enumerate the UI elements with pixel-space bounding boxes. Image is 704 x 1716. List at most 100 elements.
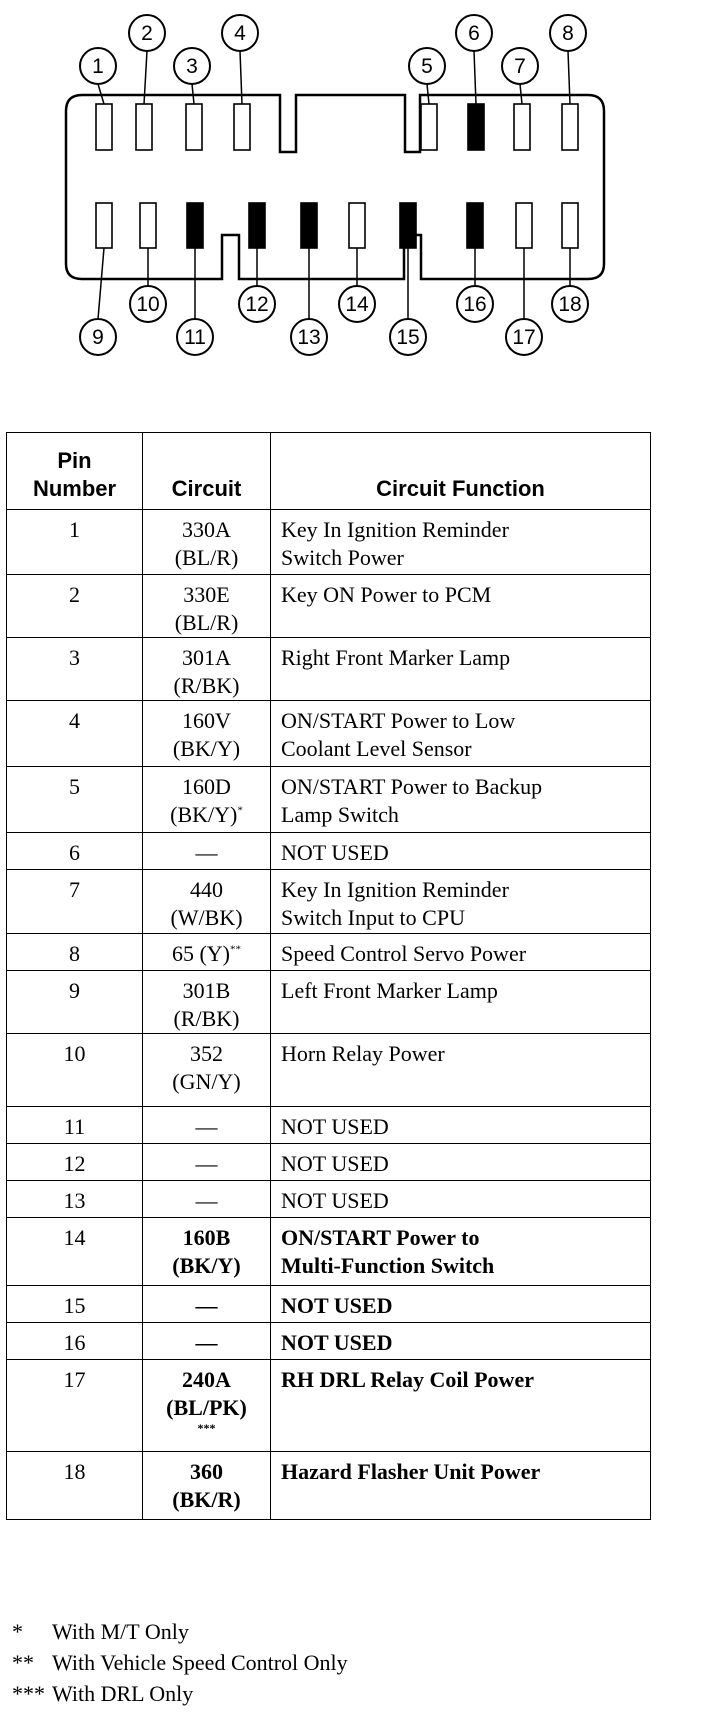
circuit-id: 160B (182, 1225, 231, 1250)
pin-label-13: 13 (297, 326, 320, 349)
cell-pin-number: 11 (6, 1106, 143, 1144)
cell-circuit: 360(BK/R) (142, 1451, 271, 1520)
pin-leader-1 (97, 83, 105, 105)
cell-circuit: — (142, 1180, 271, 1218)
function-line1: ON/START Power to (281, 1225, 480, 1250)
function-line1: Key ON Power to PCM (281, 582, 492, 607)
bottom-pin-16 (466, 202, 484, 249)
cell-pin-number: 2 (6, 574, 143, 638)
bottom-pin-17 (515, 202, 533, 249)
circuit-id: — (195, 1188, 218, 1213)
footnote-mark: ** (12, 1650, 34, 1675)
header-circuit: Circuit (142, 432, 271, 510)
function-line1: NOT USED (281, 1114, 389, 1139)
cell-circuit-function: NOT USED (270, 1180, 651, 1218)
circuit-wire-color: (R/BK) (173, 1006, 240, 1031)
footnote-text: With M/T Only (52, 1619, 189, 1644)
cell-circuit: 301B(R/BK) (142, 970, 271, 1034)
function-line1: ON/START Power to Low (281, 708, 516, 733)
cell-circuit: — (142, 1322, 271, 1360)
table-row: 11— NOT USED (6, 1106, 651, 1144)
pin-label-15: 15 (396, 326, 419, 349)
pin-label-circle-13 (290, 318, 328, 356)
cell-circuit-function: NOT USED (270, 832, 651, 870)
bottom-pin-18 (561, 202, 579, 249)
pin-label-circle-18 (551, 285, 589, 323)
pin-label-12: 12 (245, 293, 268, 316)
cell-circuit: — (142, 1285, 271, 1323)
circuit-id: 330A (182, 517, 231, 542)
function-line1: Right Front Marker Lamp (281, 645, 511, 670)
pin-label-circle-7 (501, 47, 539, 85)
table-row: 12—NOT USED (6, 1143, 651, 1181)
footnote-mark: *** (12, 1681, 45, 1706)
pin-label-circle-5 (408, 47, 446, 85)
circuit-id: 330E (183, 582, 230, 607)
cell-circuit-function: Left Front Marker Lamp (270, 970, 651, 1034)
footnote: *With M/T Only (12, 1616, 348, 1647)
pin-label-circle-10 (129, 285, 167, 323)
circuit-wire-color: (BK/Y) (172, 736, 241, 761)
function-line2: Switch Power (281, 545, 404, 570)
footnote-mark: ** (230, 943, 242, 956)
top-pin-2 (135, 103, 153, 151)
function-line2: Switch Input to CPU (281, 905, 465, 930)
pin-label-6: 6 (468, 22, 480, 45)
cell-circuit: 352(GN/Y) (142, 1033, 271, 1107)
bottom-pin-9 (95, 202, 113, 249)
circuit-id: 160D (182, 774, 231, 799)
cell-circuit: 440 (W/BK) (142, 869, 271, 934)
pin-label-circle-17 (505, 318, 543, 356)
table-row: 16—NOT USED (6, 1322, 651, 1360)
header-pin-line1: Pin (57, 448, 92, 473)
cell-circuit: — (142, 1106, 271, 1144)
cell-circuit-function: NOT USED (270, 1322, 651, 1360)
pin-leader-2 (143, 50, 148, 105)
pin-label-circle-15 (389, 318, 427, 356)
bottom-pin-11 (186, 202, 204, 249)
circuit-id: 160V (182, 708, 231, 733)
cell-circuit-function: RH DRL Relay Coil Power (270, 1359, 651, 1452)
cell-pin-number: 1 (6, 509, 143, 575)
pin-label-circle-8 (549, 14, 587, 52)
circuit-wire-color: (W/BK) (170, 905, 243, 930)
function-line1: NOT USED (281, 1151, 389, 1176)
cell-pin-number: 18 (6, 1451, 143, 1520)
top-pin-3 (185, 103, 203, 151)
circuit-id: — (195, 1293, 218, 1318)
function-line2: Coolant Level Sensor (281, 736, 472, 761)
pin-leader-5 (426, 83, 430, 105)
footnote-text: With Vehicle Speed Control Only (52, 1650, 348, 1675)
circuit-id: 440 (190, 877, 223, 902)
cell-pin-number: 16 (6, 1322, 143, 1360)
footnotes: *With M/T Only ** With Vehicle Speed Contr… (12, 1616, 348, 1709)
function-line1: ON/START Power to Backup (281, 774, 543, 799)
pin-label-circle-9 (79, 318, 117, 356)
cell-circuit-function: Hazard Flasher Unit Power (270, 1451, 651, 1520)
pin-label-17: 17 (512, 326, 535, 349)
circuit-id: — (195, 840, 218, 865)
cell-pin-number: 13 (6, 1180, 143, 1218)
pin-label-circle-16 (456, 285, 494, 323)
cell-circuit-function: NOT USED (270, 1143, 651, 1181)
pin-label-10: 10 (136, 293, 159, 316)
cell-circuit: 330A(BL/R) (142, 509, 271, 575)
pin-label-16: 16 (463, 293, 486, 316)
pin-label-8: 8 (562, 22, 574, 45)
table-header-row: Pin Number Circuit Circuit Function (6, 432, 651, 510)
function-line1: Hazard Flasher Unit Power (281, 1459, 541, 1484)
circuit-id: 301A (182, 645, 231, 670)
cell-pin-number: 9 (6, 970, 143, 1034)
